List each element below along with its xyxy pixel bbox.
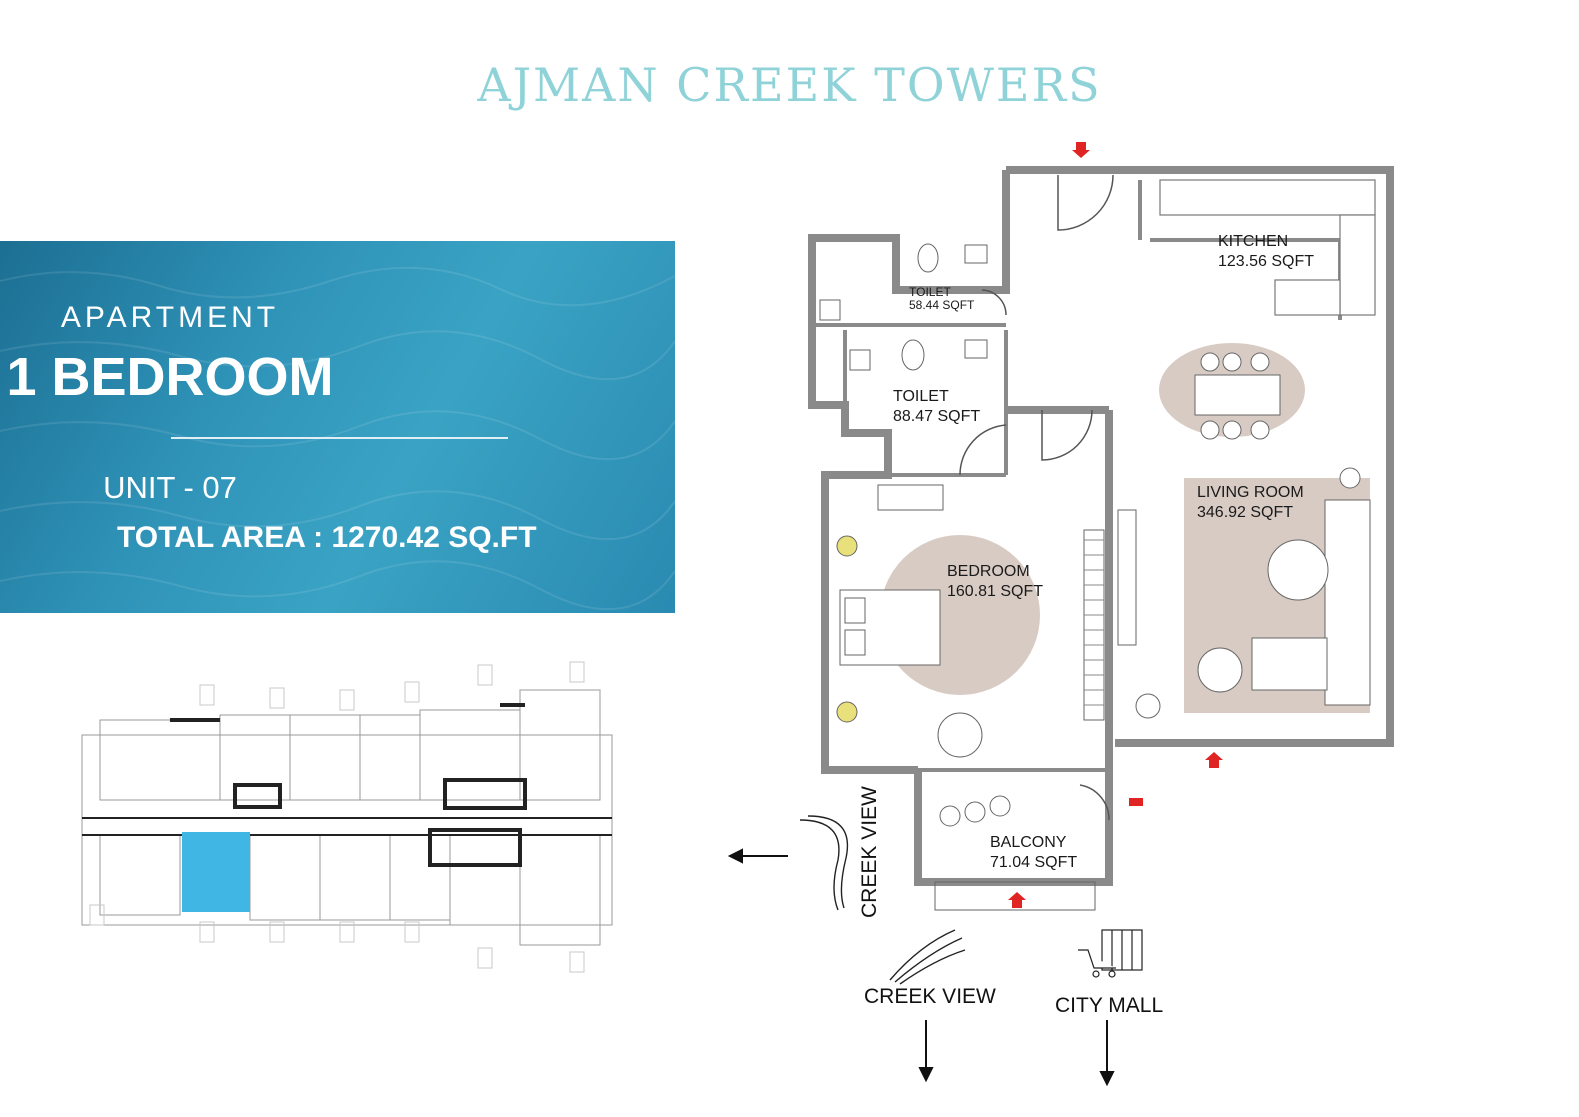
kitchen-label: KITCHEN 123.56 SQFT — [1218, 232, 1314, 272]
highlighted-unit — [182, 832, 250, 912]
floor-plan-drawing — [727, 142, 1394, 1087]
arrow-left-icon — [727, 848, 743, 864]
toilet-small-label: TOILET 58.44 SQFT — [909, 286, 974, 312]
creek-view-bottom-label: CREEK VIEW — [864, 985, 996, 1008]
unit-number: UNIT - 07 — [103, 470, 237, 505]
toilet-area: 88.47 SQFT — [893, 408, 981, 425]
floor-plan: KITCHEN 123.56 SQFT TOILET 58.44 SQFT TO… — [720, 140, 1480, 1100]
balcony-label: BALCONY 71.04 SQFT — [990, 833, 1077, 873]
key-plan — [70, 660, 635, 986]
bedroom-name: BEDROOM — [947, 563, 1030, 580]
kitchen-area: 123.56 SQFT — [1218, 253, 1315, 270]
apartment-kicker: APARTMENT — [60, 301, 280, 334]
project-title: AJMAN CREEK TOWERS — [477, 58, 1102, 112]
bedroom-label: BEDROOM 160.81 SQFT — [947, 562, 1043, 602]
bedroom-area: 160.81 SQFT — [947, 583, 1044, 600]
living-room-label: LIVING ROOM 346.92 SQFT — [1197, 483, 1304, 523]
balcony-name: BALCONY — [990, 834, 1067, 851]
unit-type: 1 BEDROOM — [6, 347, 334, 407]
creek-view-left-label: CREEK VIEW — [858, 786, 881, 918]
toilet-small-name: TOILET — [909, 285, 951, 299]
divider — [171, 437, 508, 439]
wave-icon — [799, 815, 966, 985]
city-mall-icon — [1078, 929, 1143, 978]
balcony-area: 71.04 SQFT — [990, 854, 1078, 871]
living-room-name: LIVING ROOM — [1197, 484, 1304, 501]
kitchen-name: KITCHEN — [1218, 233, 1289, 250]
total-area: TOTAL AREA : 1270.42 SQ.FT — [117, 521, 537, 554]
water-texture — [0, 266, 675, 611]
entry-marker-icon — [1008, 142, 1223, 908]
living-room-area: 346.92 SQFT — [1197, 504, 1294, 521]
toilet-label: TOILET 88.47 SQFT — [893, 387, 980, 427]
unit-info-panel: APARTMENT 1 BEDROOM UNIT - 07 TOTAL AREA… — [0, 241, 675, 613]
arrow-down-icon — [1099, 1071, 1115, 1087]
toilet-name: TOILET — [893, 388, 949, 405]
city-mall-label: CITY MALL — [1055, 994, 1164, 1017]
arrow-down-icon — [918, 1067, 934, 1083]
toilet-small-area: 58.44 SQFT — [909, 298, 975, 312]
